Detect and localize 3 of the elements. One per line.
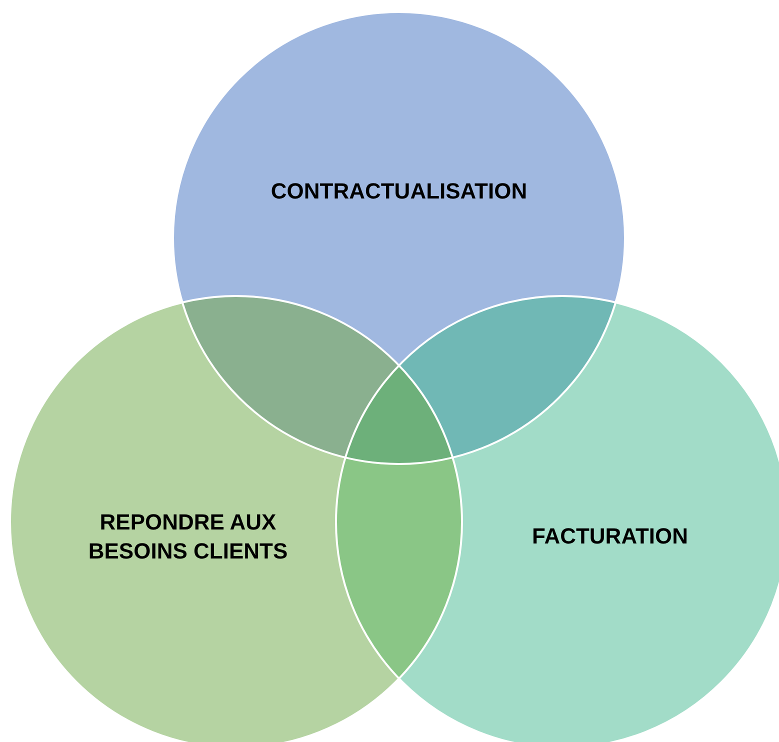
circle-label: CONTRACTUALISATION [270, 178, 528, 206]
circle-label: FACTURATION [530, 522, 690, 551]
circle-label: REPONDRE AUX BESOINS CLIENTS [87, 508, 289, 565]
